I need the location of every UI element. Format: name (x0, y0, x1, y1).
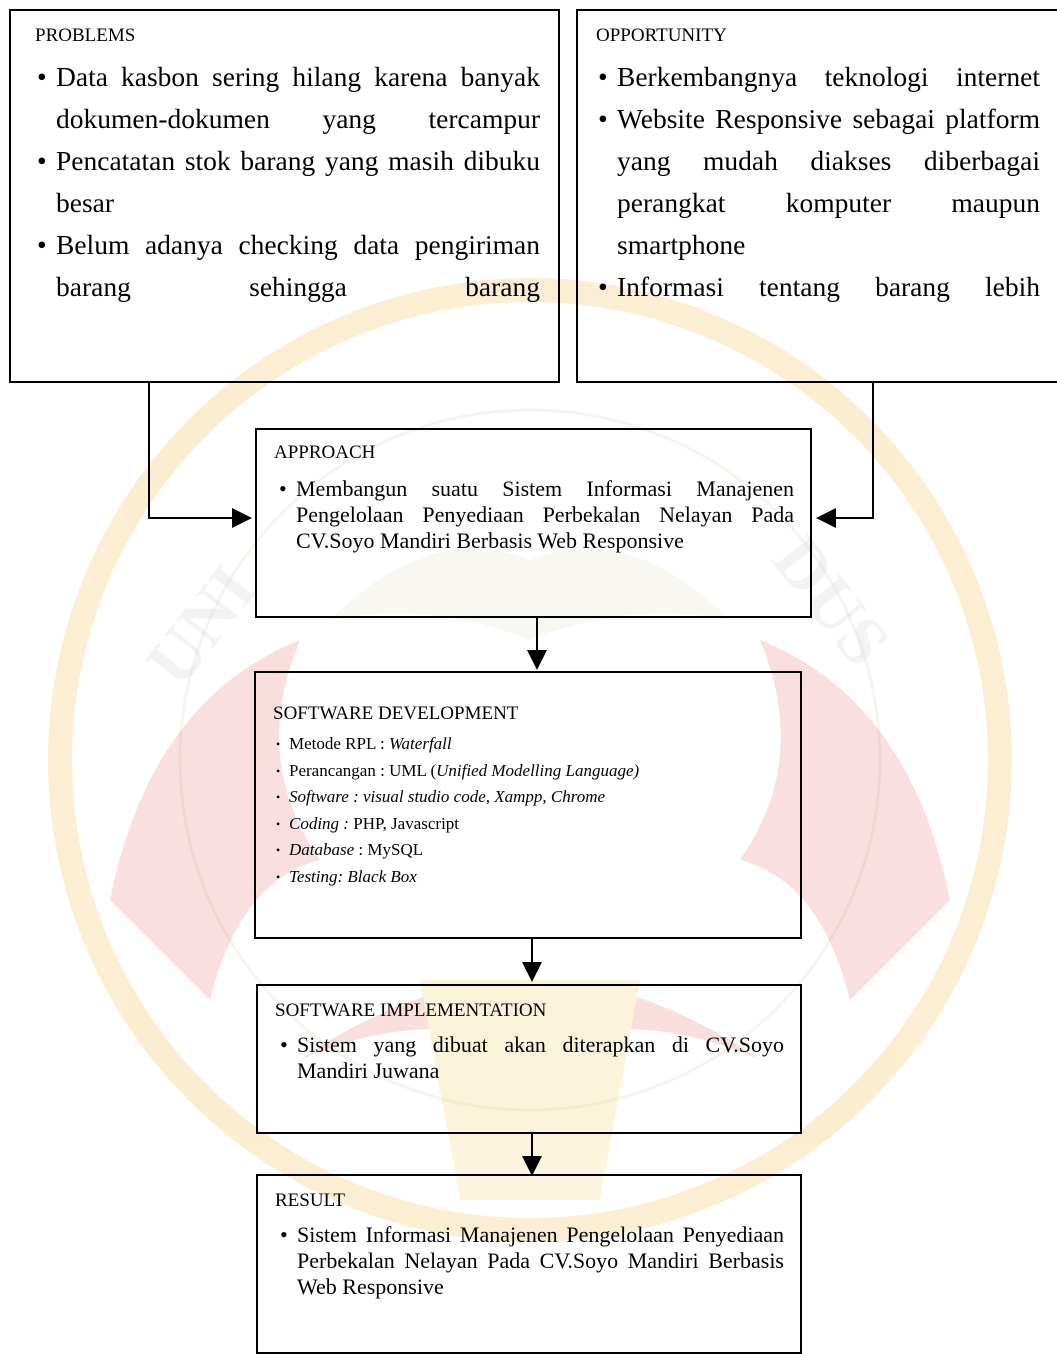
problems-item: Belum adanya checking data pengiriman ba… (35, 224, 540, 308)
result-list: Sistem Informasi Manajenen Pengelolaan P… (275, 1222, 784, 1300)
approach-box: APPROACH Membangun suatu Sistem Informas… (255, 428, 812, 618)
opportunity-title: OPPORTUNITY (596, 25, 727, 46)
opportunity-box: OPPORTUNITY Berkembangnya teknologi inte… (576, 9, 1057, 383)
result-title: RESULT (275, 1190, 346, 1211)
software-development-item: Metode RPL : Waterfall (273, 731, 788, 758)
problems-item: Data kasbon sering hilang karena banyak … (35, 56, 540, 140)
software-development-item: Database : MySQL (273, 837, 788, 864)
result-item: Sistem Informasi Manajenen Pengelolaan P… (275, 1222, 784, 1300)
approach-item: Membangun suatu Sistem Informasi Manajen… (274, 476, 794, 554)
software-implementation-item: Sistem yang dibuat akan diterapkan di CV… (275, 1032, 784, 1084)
problems-to-approach-arrow (148, 383, 252, 528)
problems-list: Data kasbon sering hilang karena banyak … (35, 56, 540, 308)
approach-title: APPROACH (274, 442, 376, 463)
opportunity-item: Berkembangnya teknologi internet (596, 56, 1040, 98)
software-implementation-box: SOFTWARE IMPLEMENTATION Sistem yang dibu… (256, 984, 802, 1134)
approach-list: Membangun suatu Sistem Informasi Manajen… (274, 476, 794, 554)
software-development-list: Metode RPL : Waterfall Perancangan : UML… (273, 731, 788, 890)
software-development-item: Software : visual studio code, Xampp, Ch… (273, 784, 788, 811)
software-development-item: Testing: Black Box (273, 864, 788, 891)
software-development-title: SOFTWARE DEVELOPMENT (273, 703, 519, 724)
software-development-item: Perancangan : UML (Unified Modelling Lan… (273, 758, 788, 785)
software-implementation-list: Sistem yang dibuat akan diterapkan di CV… (275, 1032, 784, 1084)
opportunity-list: Berkembangnya teknologi internet Website… (596, 56, 1040, 308)
opportunity-item: Website Responsive sebagai platform yang… (596, 98, 1040, 266)
software-development-box: SOFTWARE DEVELOPMENT Metode RPL : Waterf… (254, 671, 802, 939)
problems-box: PROBLEMS Data kasbon sering hilang karen… (9, 9, 560, 383)
opportunity-to-approach-arrow (816, 383, 874, 528)
result-box: RESULT Sistem Informasi Manajenen Pengel… (256, 1174, 802, 1354)
opportunity-item: Informasi tentang barang lebih (596, 266, 1040, 308)
software-implementation-title: SOFTWARE IMPLEMENTATION (275, 1000, 547, 1021)
software-development-item: Coding : PHP, Javascript (273, 811, 788, 838)
problems-title: PROBLEMS (35, 25, 136, 46)
problems-item: Pencatatan stok barang yang masih dibuku… (35, 140, 540, 224)
